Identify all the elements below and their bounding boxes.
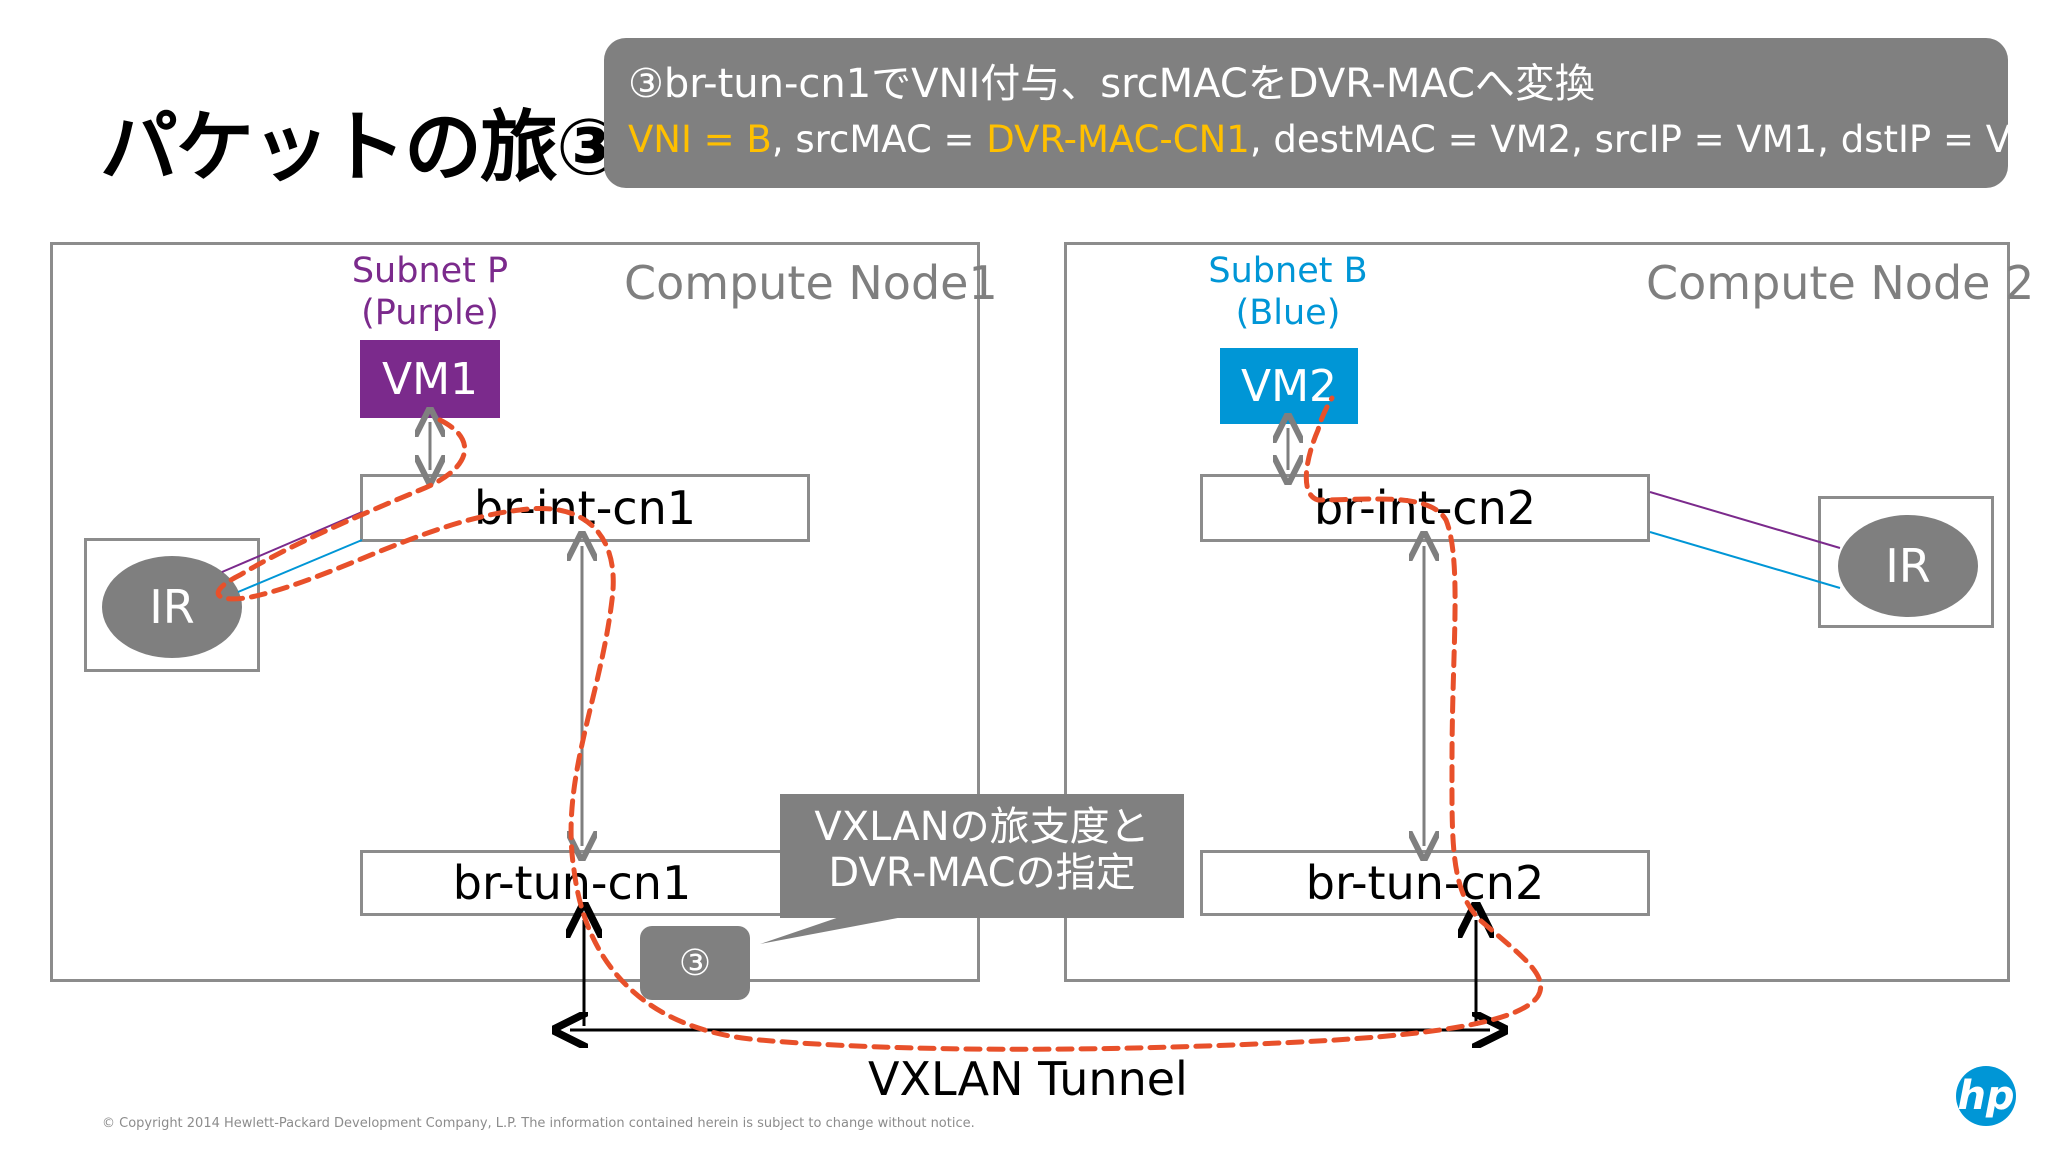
compute-node-2-box xyxy=(1064,242,2010,982)
ir2-blue-link xyxy=(1649,531,1841,589)
callout-line-2: DVR-MACの指定 xyxy=(828,850,1136,896)
callout-pointer xyxy=(760,910,940,944)
subnet-p-color: (Purple) xyxy=(361,293,499,333)
ir1-purple-link xyxy=(221,511,363,573)
subnet-b-color: (Blue) xyxy=(1235,293,1341,333)
banner-line-1: ③br-tun-cn1でVNI付与、srcMACをDVR-MACへ変換 xyxy=(628,61,1595,107)
subnet-p-label: Subnet P (Purple) xyxy=(330,250,530,334)
subnet-p-name: Subnet P xyxy=(351,251,509,291)
ir-router-1: IR xyxy=(102,556,242,658)
step-badge: ③ xyxy=(640,926,750,1000)
compute-node-1-label: Compute Node1 xyxy=(624,256,998,310)
compute-node-1-box xyxy=(50,242,980,982)
ir1-blue-link xyxy=(237,539,363,593)
banner-text-2: , destMAC = VM2, srcIP = VM1, dstIP = VM… xyxy=(1249,118,2048,161)
br-int-cn2-box: br-int-cn2 xyxy=(1200,474,1650,542)
callout-box: VXLANの旅支度と DVR-MACの指定 xyxy=(780,794,1184,918)
subnet-b-name: Subnet B xyxy=(1208,251,1368,291)
banner-text-1: , srcMAC = xyxy=(771,118,987,161)
hp-logo: hp xyxy=(1956,1066,2016,1126)
vm1-box: VM1 xyxy=(360,340,500,418)
banner-line-2: VNI = B, srcMAC = DVR-MAC-CN1, destMAC =… xyxy=(628,112,2048,168)
vni-value: VNI = B xyxy=(628,118,772,161)
packet-path xyxy=(215,395,1544,1052)
ir-router-2: IR xyxy=(1838,515,1978,617)
subnet-b-label: Subnet B (Blue) xyxy=(1188,250,1388,334)
header-banner: ③br-tun-cn1でVNI付与、srcMACをDVR-MACへ変換 VNI … xyxy=(604,38,2048,188)
ir2-purple-link xyxy=(1649,491,1841,549)
br-tun-cn2-box: br-tun-cn2 xyxy=(1200,850,1650,916)
vm2-box: VM2 xyxy=(1220,348,1358,424)
vxlan-tunnel-label: VXLAN Tunnel xyxy=(868,1052,1188,1106)
copyright-notice: © Copyright 2014 Hewlett-Packard Develop… xyxy=(102,1116,975,1131)
callout-line-1: VXLANの旅支度と xyxy=(814,804,1150,850)
dvr-mac-value: DVR-MAC-CN1 xyxy=(986,118,1250,161)
compute-node-2-label: Compute Node 2 xyxy=(1646,256,2035,310)
slide-title: パケットの旅③ xyxy=(100,103,622,193)
